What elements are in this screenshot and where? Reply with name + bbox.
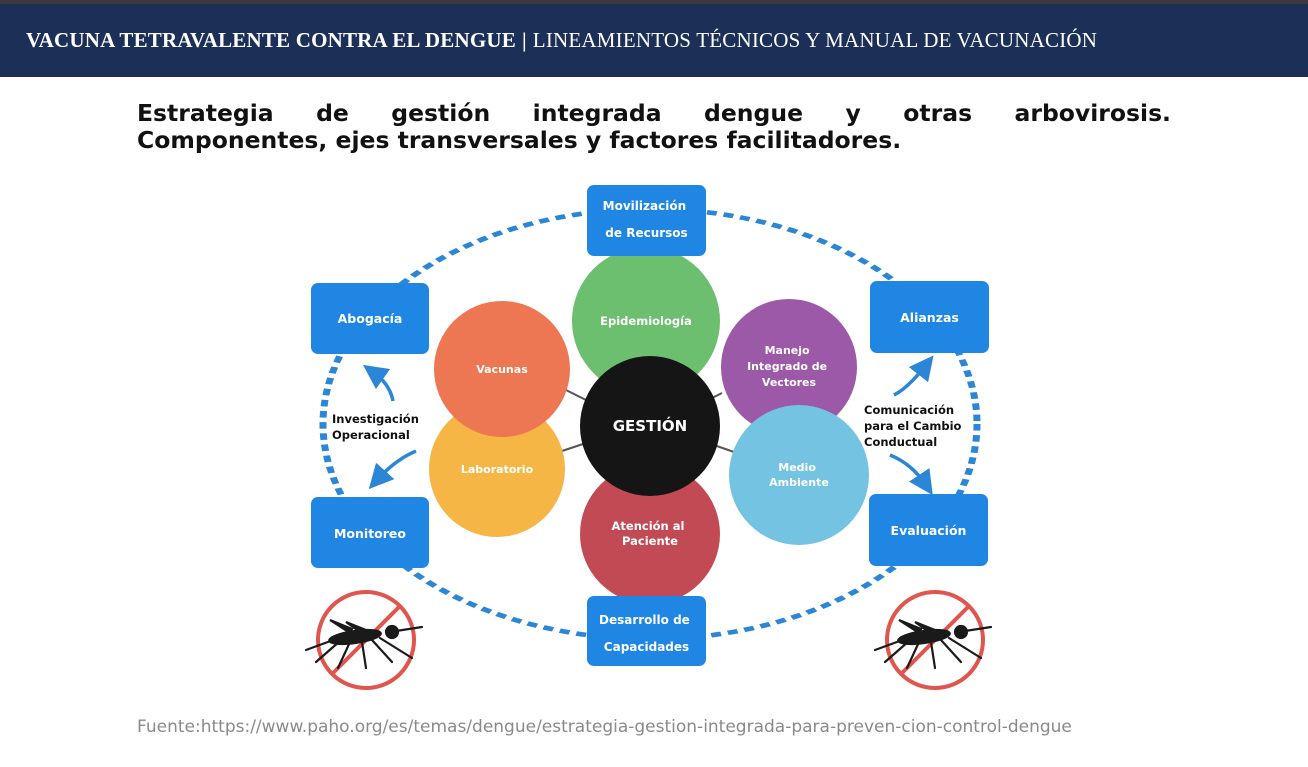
component-vector-management-line-1: Manejo [765,344,810,357]
facilitator-evaluation-box [869,494,988,566]
arrow-up-right [893,355,934,397]
component-environment-line-2: Ambiente [769,476,829,489]
facilitator-evaluation-label: Evaluación [891,523,967,538]
component-vector-management: Manejo Integrado de Vectores [721,299,857,435]
component-environment-line-1: Medio [778,461,816,474]
facilitator-resource-mobilization-box [587,185,706,256]
facilitator-monitoring-label: Monitoreo [334,526,406,541]
component-environment-circle [729,405,869,545]
component-vaccines: Vacunas [434,301,570,437]
page-title: Estrategia de gestión integrada dengue y… [137,100,1171,154]
center-management: GESTIÓN [580,356,720,496]
component-vector-management-line-2: Integrado de [747,360,827,373]
component-epidemiology-circle [572,247,720,395]
facilitator-resource-mobilization-line-1: Movilización [603,199,686,213]
page-title-line-1: Estrategia de gestión integrada dengue y… [137,99,1171,127]
component-laboratory-circle [429,401,565,537]
no-mosquito-icon-right [873,590,993,690]
facilitator-monitoring: Monitoreo [311,497,429,568]
component-patient-care-circle [580,464,720,604]
component-patient-care: Atención al Paciente [580,464,720,604]
facilitator-capacity-building-box [587,596,706,666]
axis-operational-research-line-2: Operacional [332,428,410,442]
source-footnote: Fuente:https://www.paho.org/es/temas/den… [137,717,1072,737]
component-patient-care-label: Atención al Paciente [612,519,689,548]
facilitator-alliances-box [870,281,989,353]
component-environment-label: Medio Ambiente [769,461,829,489]
header-title-bold: VACUNA TETRAVALENTE CONTRA EL DENGUE [26,28,516,52]
axis-behavior-change-line-1: Comunicación [864,403,954,417]
facilitator-advocacy-label: Abogacía [338,311,403,326]
axis-operational-research-line-1: Investigación [332,412,419,426]
facilitator-resource-mobilization-line-2: de Recursos [605,226,687,240]
facilitator-advocacy: Abogacía [311,283,429,354]
facilitator-evaluation: Evaluación [869,494,988,566]
arrow-up-left [362,364,395,402]
component-vector-management-label: Manejo Integrado de Vectores [747,344,831,389]
facilitator-resource-mobilization: Movilización de Recursos [587,185,706,256]
axis-behavior-change-line-3: Conductual [864,435,937,449]
component-epidemiology-label: Epidemiología [600,314,692,328]
component-patient-care-line-2: Paciente [622,534,678,548]
component-environment: Medio Ambiente [729,405,869,545]
component-vaccines-circle [434,301,570,437]
top-border [0,0,1308,4]
component-laboratory: Laboratorio [429,401,565,537]
facilitator-capacity-building-line-1: Desarrollo de [599,613,690,627]
component-vaccines-label: Vacunas [476,363,528,376]
facilitator-resource-mobilization-label: Movilización de Recursos [603,199,691,240]
facilitator-advocacy-box [311,283,429,354]
no-mosquito-icon-left [304,590,424,690]
facilitator-capacity-building: Desarrollo de Capacidades [587,596,706,666]
facilitator-alliances: Alianzas [870,281,989,353]
document-header: VACUNA TETRAVALENTE CONTRA EL DENGUE|LIN… [0,4,1308,77]
axis-behavior-change-communication: Comunicación para el Cambio Conductual [864,403,965,449]
arrow-down-right [889,453,933,496]
page-title-line-2: Componentes, ejes transversales y factor… [137,126,902,154]
center-management-label: GESTIÓN [613,416,687,435]
facilitator-capacity-building-line-2: Capacidades [604,640,689,654]
component-vector-management-circle [721,299,857,435]
component-patient-care-line-1: Atención al [612,519,685,533]
arrow-down-left [368,449,417,490]
component-vector-management-line-3: Vectores [762,376,817,389]
center-management-circle [580,356,720,496]
facilitator-alliances-label: Alianzas [900,310,959,325]
header-title: VACUNA TETRAVALENTE CONTRA EL DENGUE|LIN… [26,28,1097,53]
header-separator: | [521,28,527,52]
axis-behavior-change-line-2: para el Cambio [864,419,962,433]
axis-operational-research: Investigación Operacional [332,412,423,442]
component-laboratory-label: Laboratorio [461,463,534,476]
facilitator-capacity-building-label: Desarrollo de Capacidades [599,613,694,654]
facilitator-monitoring-box [311,497,429,568]
component-epidemiology: Epidemiología [572,247,720,395]
header-title-regular: LINEAMIENTOS TÉCNICOS Y MANUAL DE VACUNA… [532,28,1098,52]
